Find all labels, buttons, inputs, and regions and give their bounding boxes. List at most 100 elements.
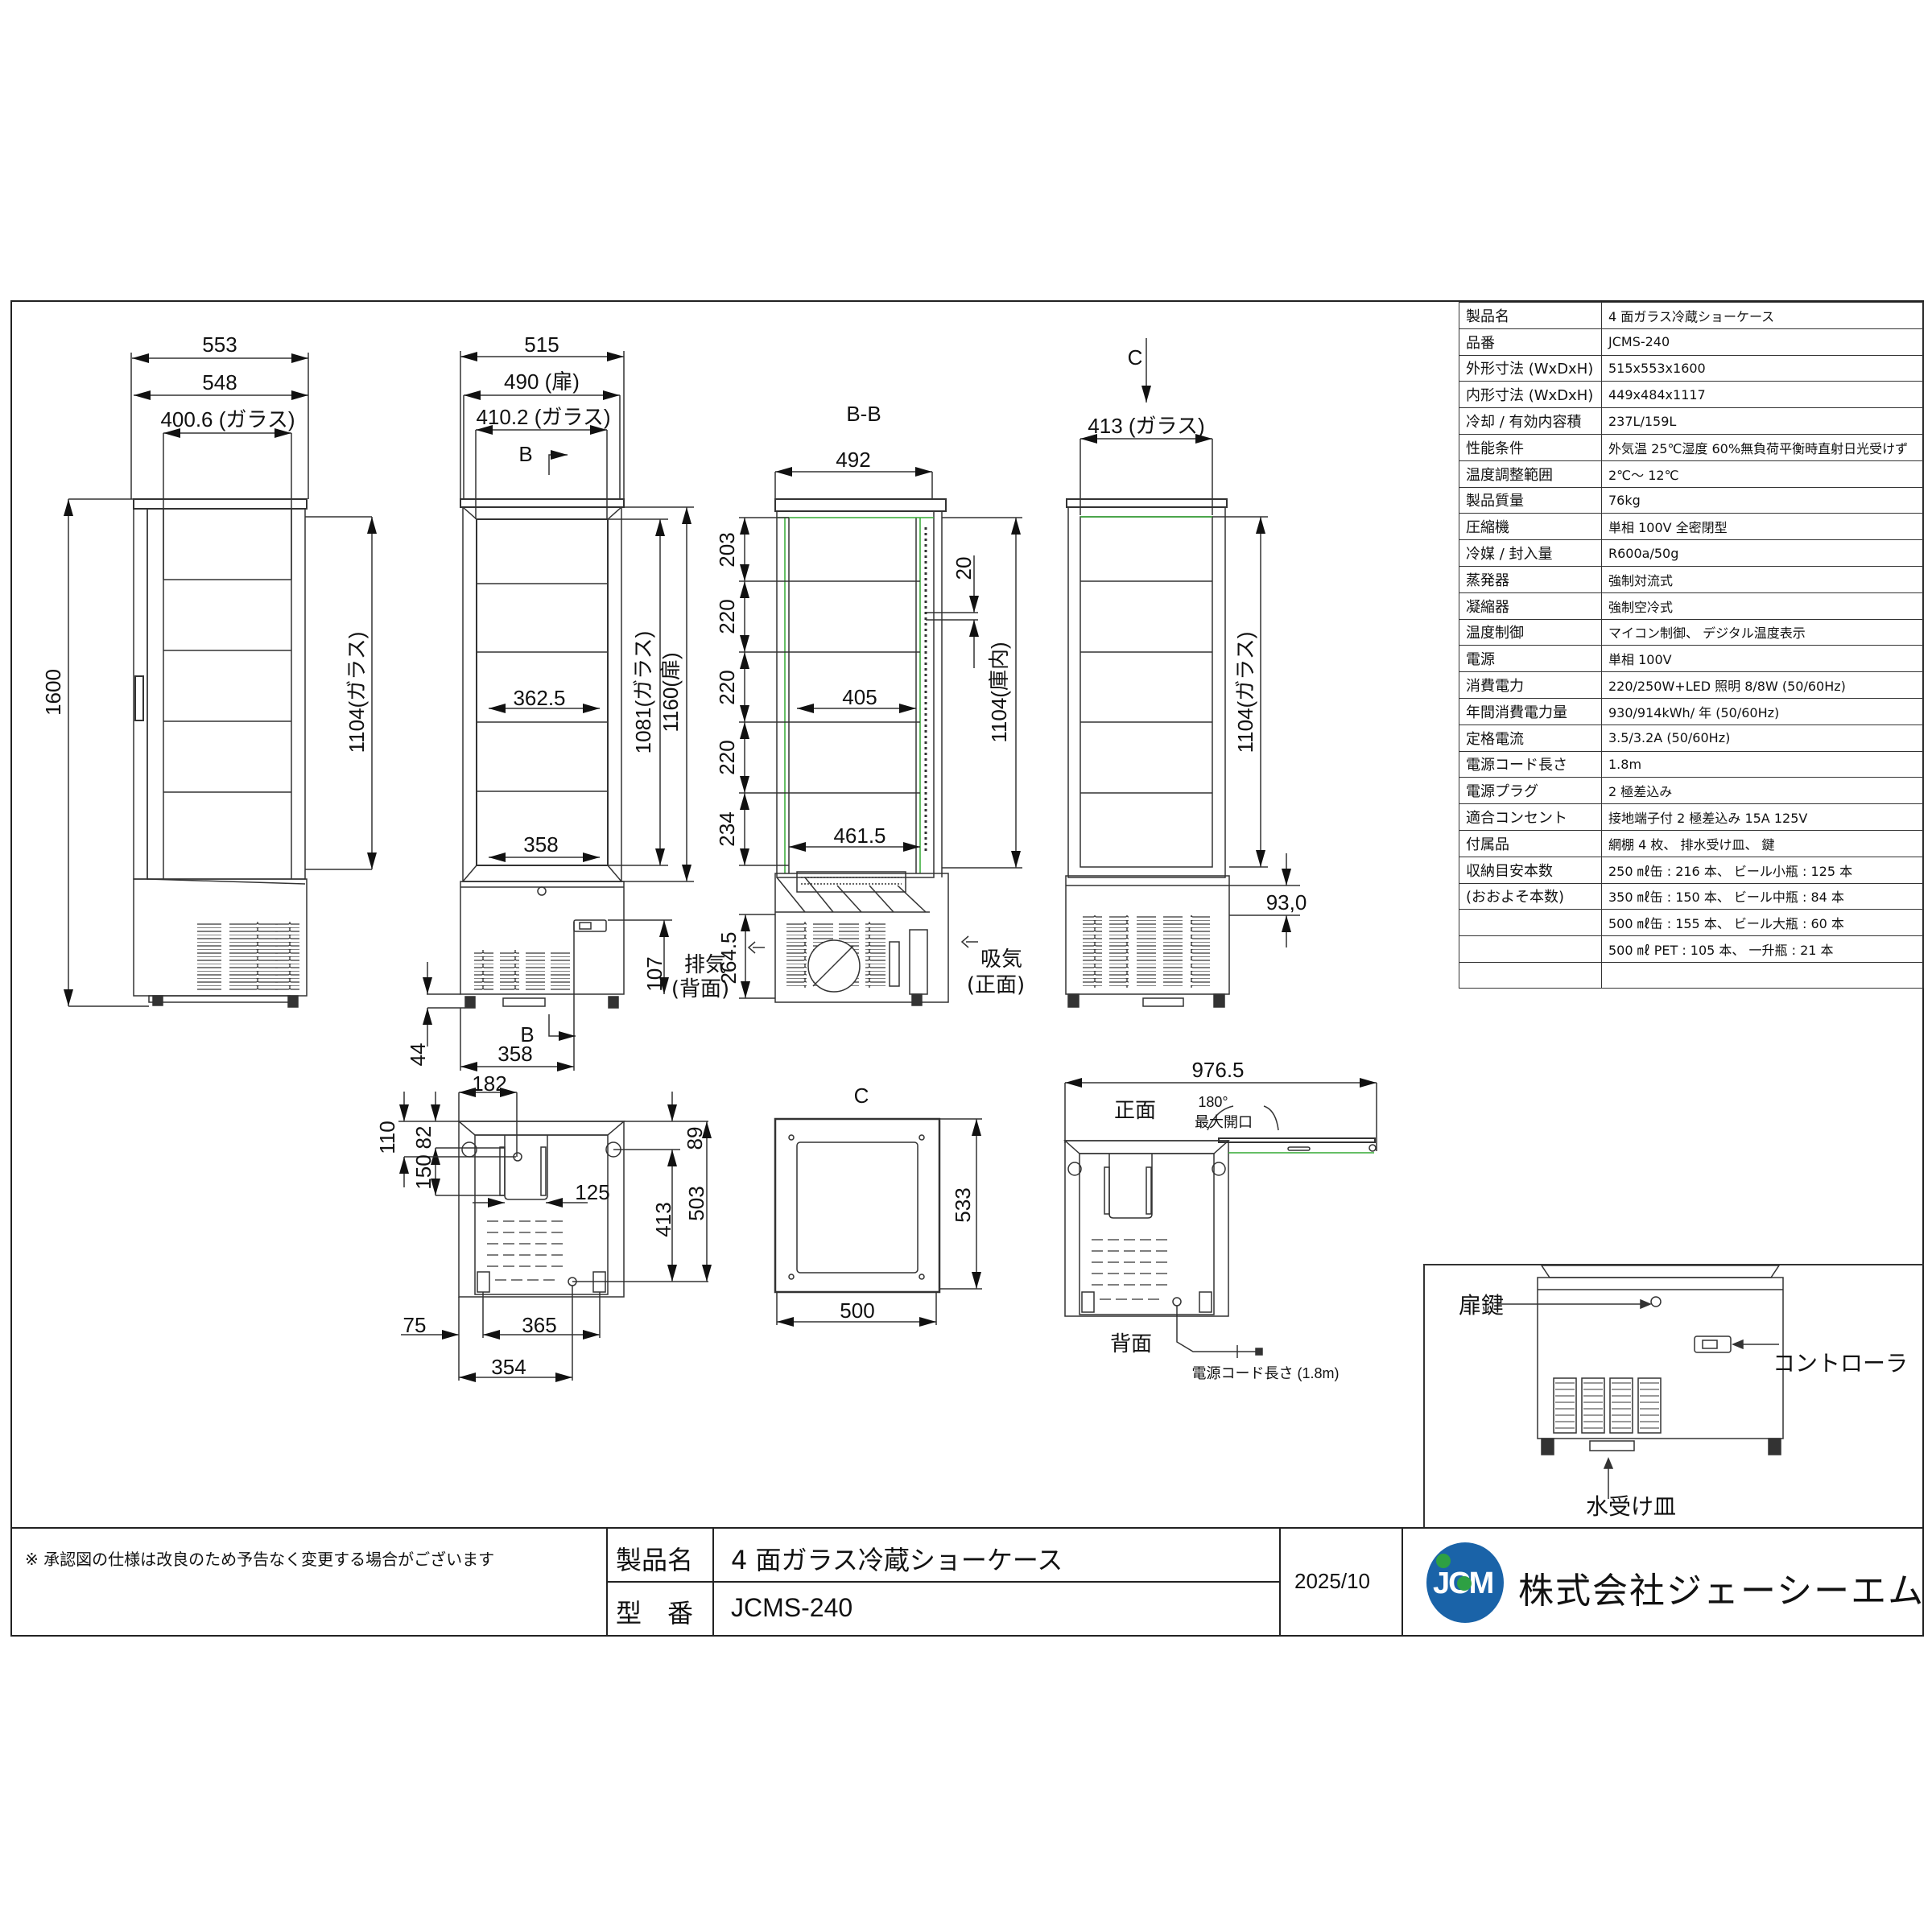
- svg-text:C: C: [854, 1084, 869, 1108]
- svg-text:220: 220: [715, 670, 739, 704]
- spec-key: 適合コンセント: [1459, 803, 1602, 831]
- spec-value: 単相 100V: [1601, 645, 1924, 673]
- svg-text:82: 82: [411, 1126, 436, 1150]
- svg-text:553: 553: [202, 332, 237, 357]
- svg-text:最大開口: 最大開口: [1195, 1114, 1253, 1130]
- svg-text:89: 89: [683, 1127, 707, 1150]
- spec-row: 電源単相 100V: [1459, 645, 1924, 673]
- spec-row: 凝縮器強制空冷式: [1459, 592, 1924, 620]
- divider: [606, 1529, 608, 1637]
- svg-text:500: 500: [840, 1298, 874, 1323]
- rear-view: [1065, 338, 1300, 1008]
- spec-value: 単相 100V 全密閉型: [1601, 513, 1924, 541]
- spec-value: 449x484x1117: [1601, 381, 1924, 409]
- spec-key: 性能条件: [1459, 433, 1602, 461]
- model-number: JCMS-240: [731, 1593, 853, 1622]
- drain-pan-label: 水受け皿: [1586, 1493, 1677, 1520]
- model-label: 型 番: [616, 1598, 694, 1629]
- spec-row: 性能条件外気温 25℃湿度 60%無負荷平衡時直射日光受けず: [1459, 433, 1924, 461]
- svg-text:1104(ガラス): 1104(ガラス): [345, 632, 369, 753]
- divider: [606, 1581, 1279, 1583]
- spec-key: 温度制御: [1459, 618, 1602, 646]
- spec-key: 蒸発器: [1459, 565, 1602, 593]
- svg-text:125: 125: [575, 1180, 609, 1204]
- spec-value: マイコン制御、 デジタル温度表示: [1601, 618, 1924, 646]
- spec-value: 350 ㎖缶 : 150 本、 ビール中瓶 : 84 本: [1601, 882, 1924, 910]
- spec-value: 515x553x1600: [1601, 354, 1924, 382]
- spec-key: [1459, 961, 1602, 989]
- spec-row: 付属品網棚 4 枚、 排水受け皿、 鍵: [1459, 829, 1924, 857]
- spec-row: [1459, 961, 1924, 989]
- svg-text:180°: 180°: [1198, 1094, 1228, 1110]
- svg-text:B: B: [520, 1022, 534, 1046]
- svg-text:1104(庫内): 1104(庫内): [987, 642, 1011, 742]
- spec-value: [1601, 961, 1924, 989]
- spec-key: 電源コード長さ: [1459, 750, 1602, 778]
- svg-text:413: 413: [651, 1202, 675, 1236]
- svg-text:492: 492: [836, 448, 870, 472]
- spec-value: 220/250W+LED 照明 8/8W (50/60Hz): [1601, 671, 1924, 699]
- company-logo: JCM: [1426, 1542, 1504, 1623]
- spec-key: 圧縮機: [1459, 513, 1602, 541]
- spec-key: (おおよそ本数): [1459, 882, 1602, 910]
- svg-text:503: 503: [684, 1186, 708, 1220]
- spec-key: 収納目安本数: [1459, 856, 1602, 884]
- svg-text:362.5: 362.5: [513, 686, 565, 710]
- spec-key: 電源: [1459, 645, 1602, 673]
- spec-key: 凝縮器: [1459, 592, 1602, 620]
- svg-text:正面: 正面: [1114, 1099, 1156, 1123]
- svg-text:410.2 (ガラス): 410.2 (ガラス): [476, 405, 610, 429]
- logo-dot-icon: [1457, 1576, 1472, 1591]
- side-view: [64, 353, 377, 1008]
- svg-text:490 (扉): 490 (扉): [504, 369, 580, 394]
- spec-key: 冷却 / 有効内容積: [1459, 407, 1602, 435]
- svg-text:515: 515: [524, 332, 559, 357]
- spec-key: 電源プラグ: [1459, 777, 1602, 805]
- spec-value: 2 極差込み: [1601, 777, 1924, 805]
- svg-text:150: 150: [411, 1154, 436, 1189]
- spec-key: 内形寸法 (WxDxH): [1459, 381, 1602, 409]
- svg-text:400.6 (ガラス): 400.6 (ガラス): [160, 407, 295, 431]
- spec-key: 温度調整範囲: [1459, 460, 1602, 488]
- spec-value: 接地端子付 2 極差込み 15A 125V: [1601, 803, 1924, 831]
- svg-text:93,0: 93,0: [1266, 890, 1307, 914]
- spec-key: 年間消費電力量: [1459, 697, 1602, 725]
- logo-dot-icon: [1436, 1554, 1451, 1568]
- spec-key: 定格電流: [1459, 724, 1602, 752]
- svg-text:354: 354: [491, 1355, 526, 1379]
- spec-key: 消費電力: [1459, 671, 1602, 699]
- spec-value: 500 ㎖缶 : 155 本、 ビール大瓶 : 60 本: [1601, 909, 1924, 937]
- spec-row: 温度制御マイコン制御、 デジタル温度表示: [1459, 618, 1924, 646]
- spec-value: 1.8m: [1601, 750, 1924, 778]
- front-view: [423, 351, 694, 1071]
- top-view-c: [774, 1117, 982, 1327]
- svg-text:203: 203: [715, 532, 739, 567]
- issue-date: 2025/10: [1294, 1569, 1370, 1593]
- svg-text:976.5: 976.5: [1191, 1058, 1244, 1082]
- svg-text:75: 75: [403, 1313, 427, 1337]
- spec-value: 強制対流式: [1601, 565, 1924, 593]
- svg-text:C: C: [1128, 345, 1143, 369]
- svg-text:365: 365: [522, 1313, 556, 1337]
- svg-text:電源コード長さ (1.8m): 電源コード長さ (1.8m): [1191, 1365, 1339, 1381]
- svg-text:220: 220: [715, 740, 739, 774]
- spec-value: 930/914kWh/ 年 (50/60Hz): [1601, 697, 1924, 725]
- spec-row: (おおよそ本数)350 ㎖缶 : 150 本、 ビール中瓶 : 84 本: [1459, 882, 1924, 910]
- svg-text:533: 533: [951, 1187, 975, 1222]
- svg-text:413 (ガラス): 413 (ガラス): [1088, 414, 1204, 438]
- svg-text:吸気: 吸気: [980, 947, 1022, 972]
- svg-text:20: 20: [952, 557, 976, 580]
- svg-text:461.5: 461.5: [833, 824, 886, 848]
- svg-text:背面: 背面: [1110, 1332, 1152, 1356]
- spec-value: 強制空冷式: [1601, 592, 1924, 620]
- spec-value: 250 ㎖缶 : 216 本、 ビール小瓶 : 125 本: [1601, 856, 1924, 884]
